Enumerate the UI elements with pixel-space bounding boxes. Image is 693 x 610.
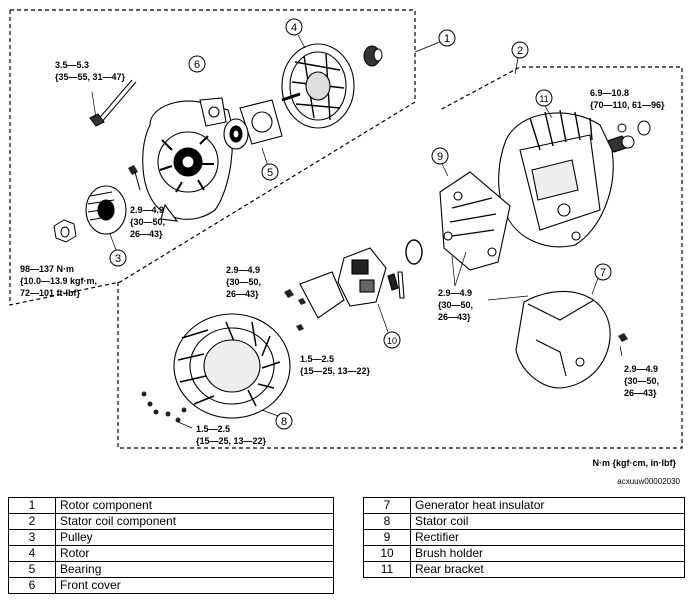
svg-text:{15—25, 13—22}: {15—25, 13—22} xyxy=(300,366,371,376)
pulley-part xyxy=(85,185,127,235)
callout-3: 3 xyxy=(109,249,127,267)
torque-brush-small: 1.5—2.5 {15—25, 13—22} xyxy=(300,354,371,376)
bearing-part xyxy=(223,99,283,150)
torque-rectifier-screw: 2.9—4.9 {30—50, 26—43} xyxy=(438,288,473,322)
callout-1: 1 xyxy=(438,29,456,47)
svg-text:1.5—2.5: 1.5—2.5 xyxy=(300,354,334,364)
svg-text:8: 8 xyxy=(281,416,287,428)
svg-text:2.9—4.9: 2.9—4.9 xyxy=(226,265,260,275)
svg-text:4: 4 xyxy=(291,22,297,34)
rotor-part xyxy=(281,43,355,129)
torque-stator-screws: 1.5—2.5 {15—25, 13—22} xyxy=(196,424,267,446)
svg-text:2.9—4.9: 2.9—4.9 xyxy=(624,364,658,374)
callout-2: 2 xyxy=(511,41,529,59)
insulator-screw-part xyxy=(618,333,628,357)
svg-text:26—43}: 26—43} xyxy=(624,388,657,398)
torque-insulator-screw: 2.9—4.9 {30—50, 26—43} xyxy=(624,364,659,398)
torque-terminal: 6.9—10.8 {70—110, 61—96} xyxy=(590,88,665,110)
callout-10: 10 xyxy=(383,331,401,349)
svg-text:26—43}: 26—43} xyxy=(130,229,163,239)
group-box-rotor xyxy=(9,9,416,306)
group-box-stator xyxy=(117,66,683,449)
callout-5: 5 xyxy=(261,163,279,181)
svg-text:6.9—10.8: 6.9—10.8 xyxy=(590,88,629,98)
svg-text:9: 9 xyxy=(437,151,443,163)
heat-insulator-part xyxy=(515,290,611,389)
svg-text:{70—110, 61—96}: {70—110, 61—96} xyxy=(590,100,665,110)
svg-text:3.5—5.3: 3.5—5.3 xyxy=(55,60,89,70)
callout-8: 8 xyxy=(275,412,293,430)
svg-text:3: 3 xyxy=(115,253,121,265)
snap-ring-part xyxy=(405,239,423,265)
svg-text:2.9—4.9: 2.9—4.9 xyxy=(130,205,164,215)
svg-text:26—43}: 26—43} xyxy=(226,289,259,299)
callout-9: 9 xyxy=(431,147,449,165)
rectifier-part xyxy=(439,171,511,271)
brush-screw-part xyxy=(284,289,306,331)
svg-text:2.9—4.9: 2.9—4.9 xyxy=(438,288,472,298)
svg-text:1: 1 xyxy=(444,33,450,45)
svg-text:{35—55, 31—47}: {35—55, 31—47} xyxy=(55,72,126,82)
pulley-nut-part xyxy=(53,219,77,243)
rear-bracket-part xyxy=(498,109,614,248)
svg-text:{30—50,: {30—50, xyxy=(130,217,165,227)
callout-6: 6 xyxy=(188,55,206,73)
svg-text:{30—50,: {30—50, xyxy=(226,277,261,287)
svg-text:5: 5 xyxy=(267,167,273,179)
svg-text:{10.0—13.9 kgf·m,: {10.0—13.9 kgf·m, xyxy=(20,276,97,286)
callout-4: 4 xyxy=(285,18,303,36)
svg-text:{30—50,: {30—50, xyxy=(624,376,659,386)
callout-11: 11 xyxy=(535,89,553,107)
torque-front-screw: 2.9—4.9 {30—50, 26—43} xyxy=(130,205,165,239)
svg-text:72—101 ft·lbf}: 72—101 ft·lbf} xyxy=(20,288,81,298)
front-cover-part xyxy=(142,97,233,222)
torque-front-bolt: 3.5—5.3 {35—55, 31—47} xyxy=(55,60,126,82)
bolt-part xyxy=(89,79,137,127)
brush-holder-part xyxy=(337,247,405,307)
stator-screws-part xyxy=(141,391,187,423)
svg-text:6: 6 xyxy=(194,59,200,71)
svg-text:{30—50,: {30—50, xyxy=(438,300,473,310)
stator-coil-part xyxy=(173,313,291,419)
torque-pulley-nut: 98—137 N·m {10.0—13.9 kgf·m, 72—101 ft·l… xyxy=(20,264,97,298)
exploded-diagram: 1 2 3 4 5 6 7 8 9 10 11 3.5—5.3 {35—55, … xyxy=(9,9,683,486)
units-note: N·m {kgf·cm, in·lbf} xyxy=(592,458,676,468)
torque-brush-screw: 2.9—4.9 {30—50, 26—43} xyxy=(226,265,261,299)
svg-text:1.5—2.5: 1.5—2.5 xyxy=(196,424,230,434)
svg-text:10: 10 xyxy=(387,336,397,346)
callout-7: 7 xyxy=(594,263,612,281)
figure-code: acxuuw00002030 xyxy=(617,477,680,486)
svg-text:2: 2 xyxy=(517,45,523,57)
svg-text:{15—25, 13—22}: {15—25, 13—22} xyxy=(196,436,267,446)
svg-text:98—137 N·m: 98—137 N·m xyxy=(20,264,74,274)
slip-ring-part xyxy=(363,45,383,67)
svg-text:7: 7 xyxy=(600,267,606,279)
front-screw-part xyxy=(128,165,141,191)
svg-text:26—43}: 26—43} xyxy=(438,312,471,322)
svg-text:11: 11 xyxy=(539,94,548,104)
brush-cover-part xyxy=(299,271,345,319)
